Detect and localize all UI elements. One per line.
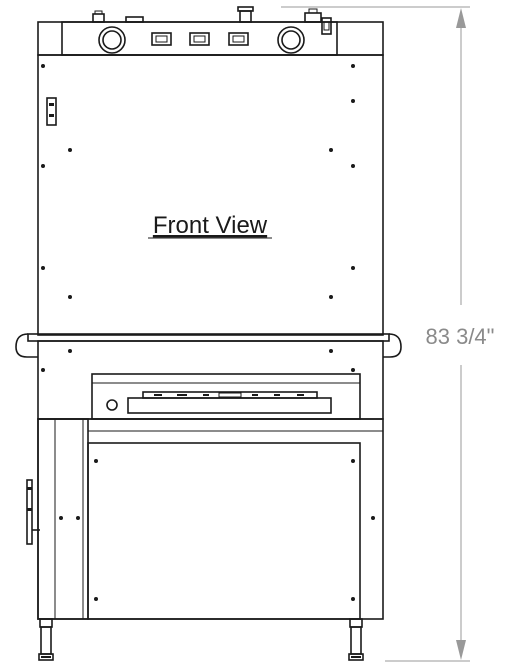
lower-door xyxy=(87,442,361,620)
left-side-panel xyxy=(37,418,89,620)
lower-cabinet xyxy=(26,418,384,620)
middle-section xyxy=(37,340,384,420)
front-view-label: Front View xyxy=(153,212,268,239)
left-control-knob xyxy=(98,26,126,54)
top-control-panel xyxy=(37,6,384,56)
dimension-arrow-top xyxy=(456,8,466,28)
leveling-legs xyxy=(38,618,364,661)
upper-cabinet: Front View xyxy=(37,54,384,336)
work-shelf xyxy=(15,333,402,358)
side-lever xyxy=(26,479,40,545)
panel-switches xyxy=(151,32,249,46)
connector-strip xyxy=(127,391,332,414)
right-control-knob xyxy=(277,26,305,54)
indicator-lamp xyxy=(106,399,118,411)
height-dimension: 83 3/4" xyxy=(281,6,495,662)
dimension-arrow-bottom xyxy=(456,640,466,660)
height-dimension-label: 83 3/4" xyxy=(426,324,495,349)
cabinet-screws xyxy=(41,64,355,299)
right-handle xyxy=(383,333,402,358)
door-latch xyxy=(46,97,57,126)
top-fittings xyxy=(92,6,332,35)
left-handle xyxy=(15,333,38,358)
